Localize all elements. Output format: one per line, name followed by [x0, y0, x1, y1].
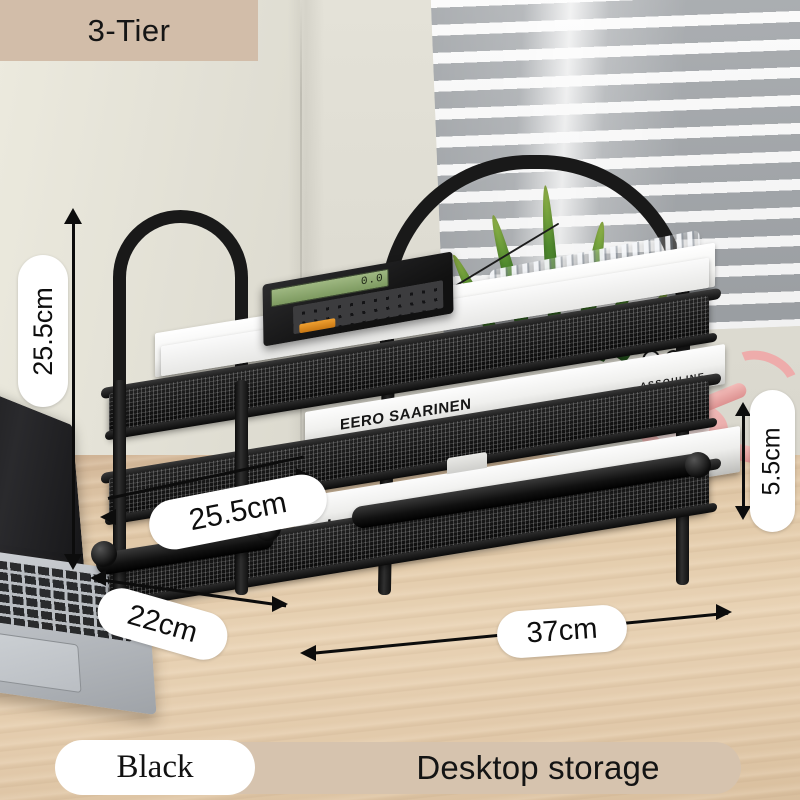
tier-badge-label: 3-Tier: [87, 12, 171, 48]
depth-arrow-left: [100, 509, 116, 525]
base-depth-arrow-left: [90, 570, 106, 586]
tier-gap-dimension-label: 5.5cm: [750, 390, 795, 532]
height-arrow-bottom: [64, 554, 82, 570]
width-arrow-right: [716, 604, 732, 620]
wall-seam: [300, 0, 302, 470]
height-dimension-line: [72, 218, 75, 560]
tier-gap-dimension-line: [742, 412, 745, 510]
category-chip: Desktop storage: [185, 742, 741, 794]
height-dimension-label: 25.5cm: [18, 255, 68, 407]
width-dimension-label: 37cm: [495, 603, 629, 660]
calculator-display-value: 0.0: [360, 272, 384, 289]
color-chip-label: Black: [116, 749, 194, 785]
tier-gap-dimension-value: 5.5cm: [758, 426, 786, 496]
tier-gap-arrow-bottom: [735, 506, 751, 520]
height-dimension-value: 25.5cm: [27, 286, 58, 376]
three-tier-file-rack: 0.0 EERO SAARINEN FRANK LLOYD WRIGHT ASS…: [91, 150, 800, 620]
tier-badge: 3-Tier: [0, 0, 258, 61]
color-chip: Black: [55, 740, 255, 795]
rack-foot-cap: [685, 452, 711, 478]
height-arrow-top: [64, 208, 82, 224]
category-chip-label: Desktop storage: [416, 749, 660, 786]
base-depth-arrow-right: [272, 596, 288, 612]
tier-gap-arrow-top: [735, 402, 751, 416]
width-arrow-left: [300, 645, 316, 661]
rack-foot-cap: [91, 541, 117, 567]
